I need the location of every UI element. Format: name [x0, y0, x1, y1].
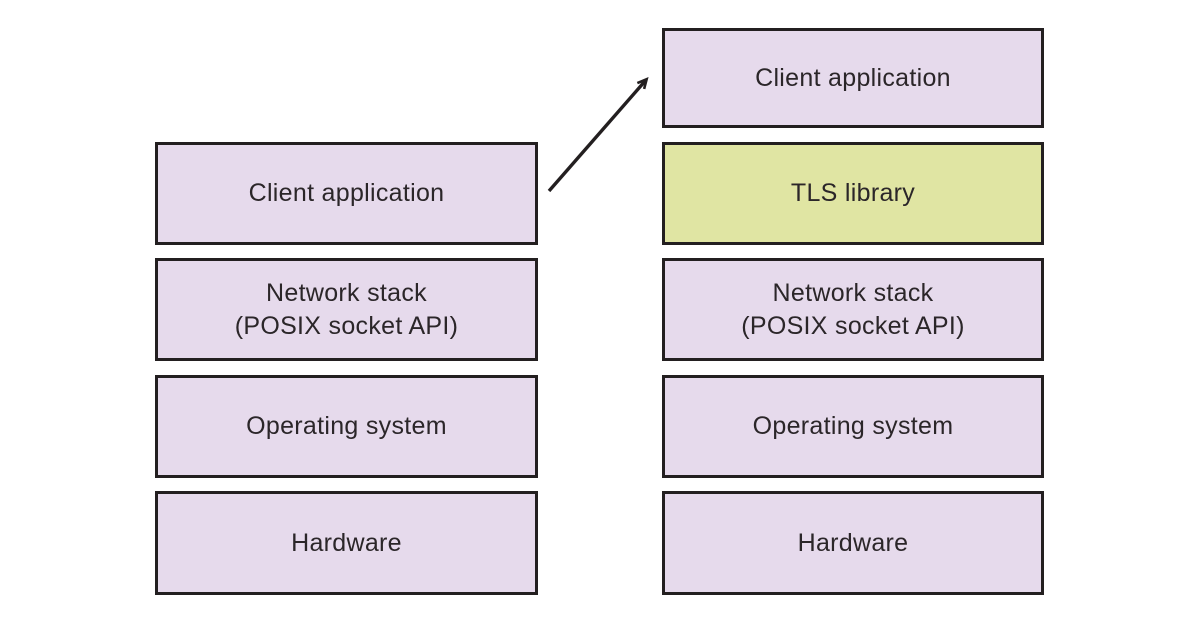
right-box-client-application: Client application: [662, 28, 1044, 128]
box-label: Client application: [248, 179, 445, 207]
right-box-operating-system: Operating system: [662, 375, 1044, 478]
box-label-line: Network stack: [772, 278, 934, 307]
box-label-line: (POSIX socket API): [741, 311, 965, 340]
box-label: Operating system: [246, 412, 447, 440]
left-box-hardware: Hardware: [155, 491, 538, 595]
box-label: Hardware: [797, 528, 909, 557]
box-label-line: Network stack: [266, 278, 427, 307]
right-box-network-stack: Network stack (POSIX socket API): [662, 258, 1044, 361]
left-box-network-stack: Network stack (POSIX socket API): [155, 258, 538, 361]
left-box-client-application: Client application: [155, 142, 538, 245]
box-label: TLS library: [790, 179, 916, 207]
left-box-operating-system: Operating system: [155, 375, 538, 478]
right-box-tls-library: TLS library: [662, 142, 1044, 245]
box-label-line: (POSIX socket API): [234, 311, 459, 340]
right-box-hardware: Hardware: [662, 491, 1044, 595]
box-label: Operating system: [752, 412, 954, 440]
box-label: Hardware: [291, 528, 402, 557]
box-label: Client application: [755, 63, 951, 92]
